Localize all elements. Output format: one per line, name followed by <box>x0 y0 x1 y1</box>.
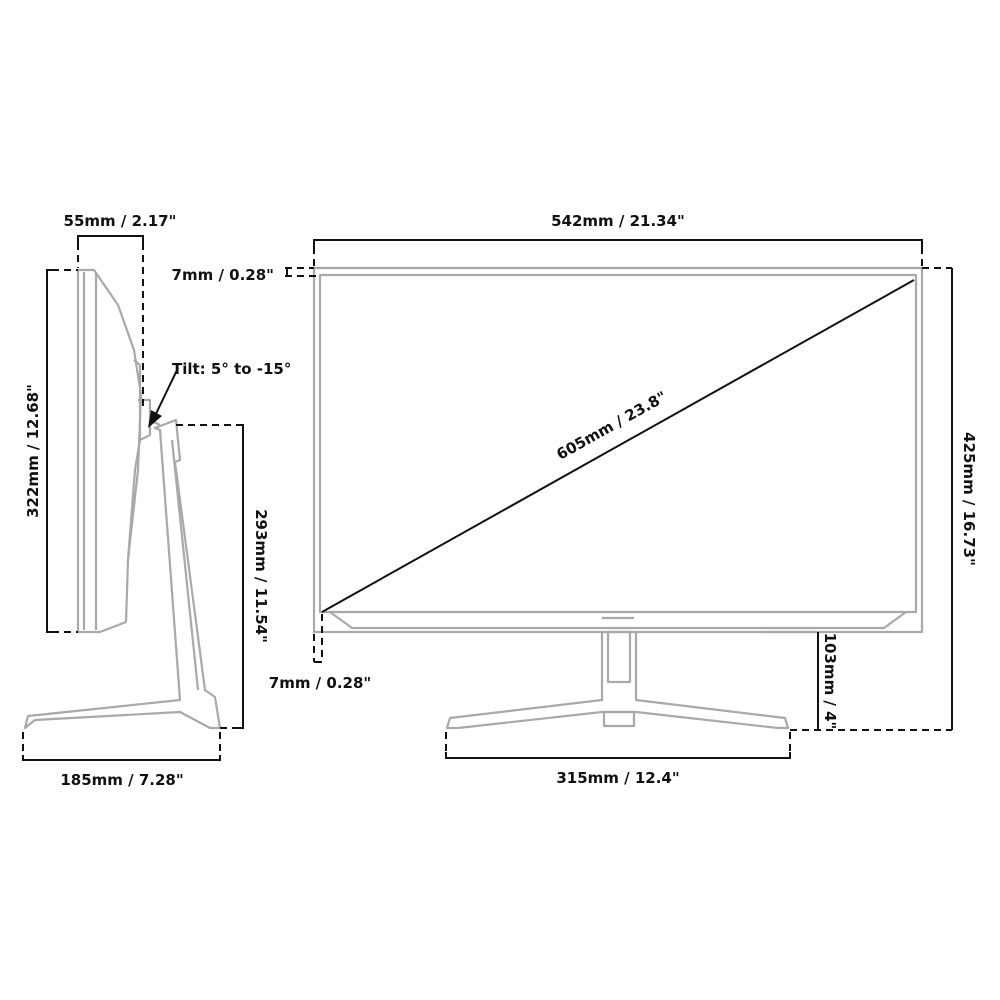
tilt-arrow <box>148 367 179 428</box>
clearance-label: 103mm / 4" <box>821 633 839 730</box>
front-view-stand <box>445 630 790 730</box>
side-depth-dimension <box>77 235 144 410</box>
base-width-label: 315mm / 12.4" <box>556 769 679 787</box>
base-depth-label: 185mm / 7.28" <box>60 771 183 789</box>
front-height-label: 425mm / 16.73" <box>960 432 978 566</box>
stand-height-label: 293mm / 11.54" <box>252 509 270 643</box>
tilt-label: Tilt: 5° to -15° <box>172 360 291 378</box>
side-height-label: 322mm / 12.68" <box>24 384 42 518</box>
diagonal-line <box>321 279 915 613</box>
front-view-monitor <box>312 266 924 634</box>
front-width-dimension <box>313 239 923 268</box>
base-width-dimension <box>445 732 791 759</box>
top-bezel-label: 7mm / 0.28" <box>172 266 274 284</box>
stand-height-dimension <box>176 424 244 729</box>
side-depth-label: 55mm / 2.17" <box>64 212 177 230</box>
side-bezel-label: 7mm / 0.28" <box>269 674 371 692</box>
side-view-stand <box>23 418 222 730</box>
side-bezel-dimension <box>313 614 323 663</box>
front-width-label: 542mm / 21.34" <box>551 212 685 230</box>
base-depth-dimension <box>22 732 221 761</box>
top-bezel-dimension <box>285 267 320 277</box>
front-height-dimension <box>790 267 953 731</box>
side-view-monitor <box>76 268 152 634</box>
side-height-dimension <box>46 269 78 633</box>
